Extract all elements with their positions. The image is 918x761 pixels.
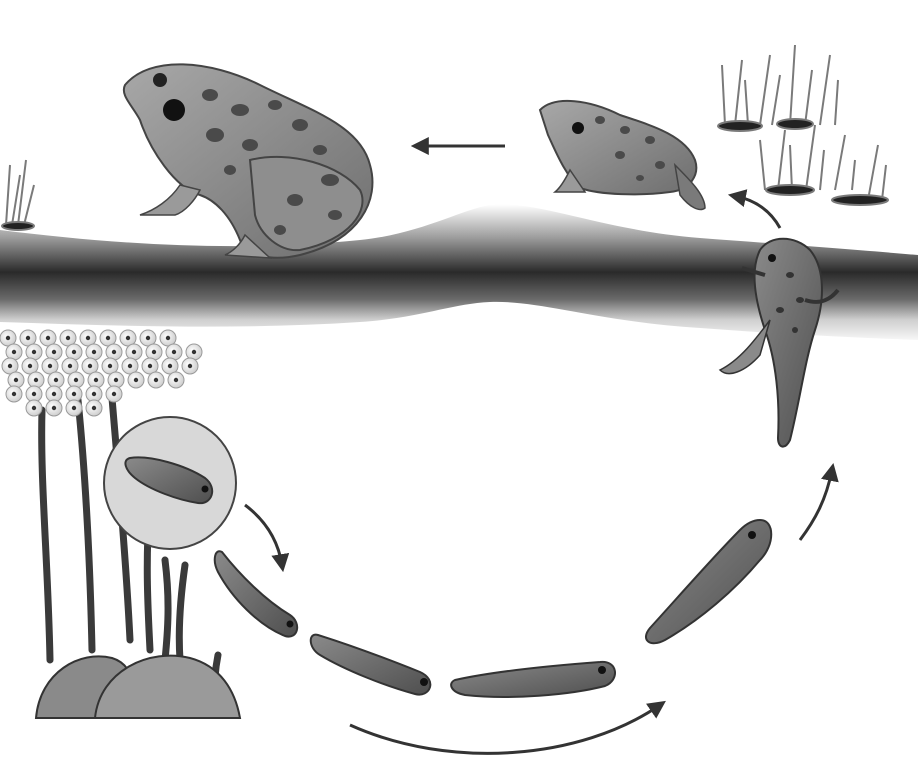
egg-embryo-dot: [26, 336, 30, 340]
tadpole-swimming: [451, 662, 615, 697]
egg-embryo-dot: [32, 406, 36, 410]
egg-embryo-dot: [66, 336, 70, 340]
egg-embryo-dot: [32, 392, 36, 396]
egg-embryo-dot: [6, 336, 10, 340]
egg-embryo-dot: [132, 350, 136, 354]
egg-embryo-dot: [52, 406, 56, 410]
egg-embryo-dot: [52, 392, 56, 396]
adult-frog: [124, 64, 373, 258]
egg-embryo-dot: [128, 364, 132, 368]
grass-left: [2, 160, 34, 230]
egg-embryo-dot: [32, 350, 36, 354]
egg-embryo-dot: [94, 378, 98, 382]
egg-embryo-dot: [92, 392, 96, 396]
egg-embryo-dot: [72, 392, 76, 396]
grass-right-lower: [760, 125, 888, 205]
egg-embryo-dot: [92, 406, 96, 410]
egg-embryo-dot: [54, 378, 58, 382]
egg-embryo-dot: [154, 378, 158, 382]
arrow-to-tadpole-growing: [350, 705, 660, 753]
egg-embryo-dot: [126, 336, 130, 340]
egg-embryo-dot: [166, 336, 170, 340]
embryo-closeup: [104, 417, 236, 549]
egg-embryo-dot: [114, 378, 118, 382]
arrow-to-hatchling: [245, 505, 282, 565]
egg-embryo-dot: [112, 392, 116, 396]
egg-embryo-dot: [48, 364, 52, 368]
egg-embryo-dot: [72, 350, 76, 354]
egg-embryo-dot: [28, 364, 32, 368]
egg-embryo-dot: [8, 364, 12, 368]
egg-embryo-dot: [86, 336, 90, 340]
egg-embryo-dot: [46, 336, 50, 340]
tadpole-growing: [646, 520, 771, 643]
egg-embryo-dot: [146, 336, 150, 340]
egg-embryo-dot: [148, 364, 152, 368]
egg-embryo-dot: [12, 392, 16, 396]
egg-embryo-dot: [112, 350, 116, 354]
egg-embryo-dot: [152, 350, 156, 354]
grass-right-upper: [718, 45, 838, 131]
arrow-to-froglet: [735, 196, 780, 228]
rocks: [36, 656, 240, 718]
egg-embryo-dot: [72, 406, 76, 410]
egg-embryo-dot: [106, 336, 110, 340]
egg-embryo-dot: [188, 364, 192, 368]
arrow-to-tadpole-with-legs: [800, 470, 832, 540]
egg-embryo-dot: [174, 378, 178, 382]
egg-embryo-dot: [108, 364, 112, 368]
egg-embryo-dot: [192, 350, 196, 354]
egg-embryo-dot: [172, 350, 176, 354]
egg-embryo-dot: [34, 378, 38, 382]
frog-eggs: [0, 330, 202, 416]
egg-embryo-dot: [92, 350, 96, 354]
egg-embryo-dot: [88, 364, 92, 368]
egg-embryo-dot: [134, 378, 138, 382]
young-tadpole: [311, 635, 431, 695]
egg-embryo-dot: [74, 378, 78, 382]
egg-embryo-dot: [68, 364, 72, 368]
egg-embryo-dot: [168, 364, 172, 368]
egg-embryo-dot: [12, 350, 16, 354]
hatchling: [215, 551, 297, 636]
egg-embryo-dot: [52, 350, 56, 354]
egg-embryo-dot: [14, 378, 18, 382]
froglet: [540, 101, 705, 210]
